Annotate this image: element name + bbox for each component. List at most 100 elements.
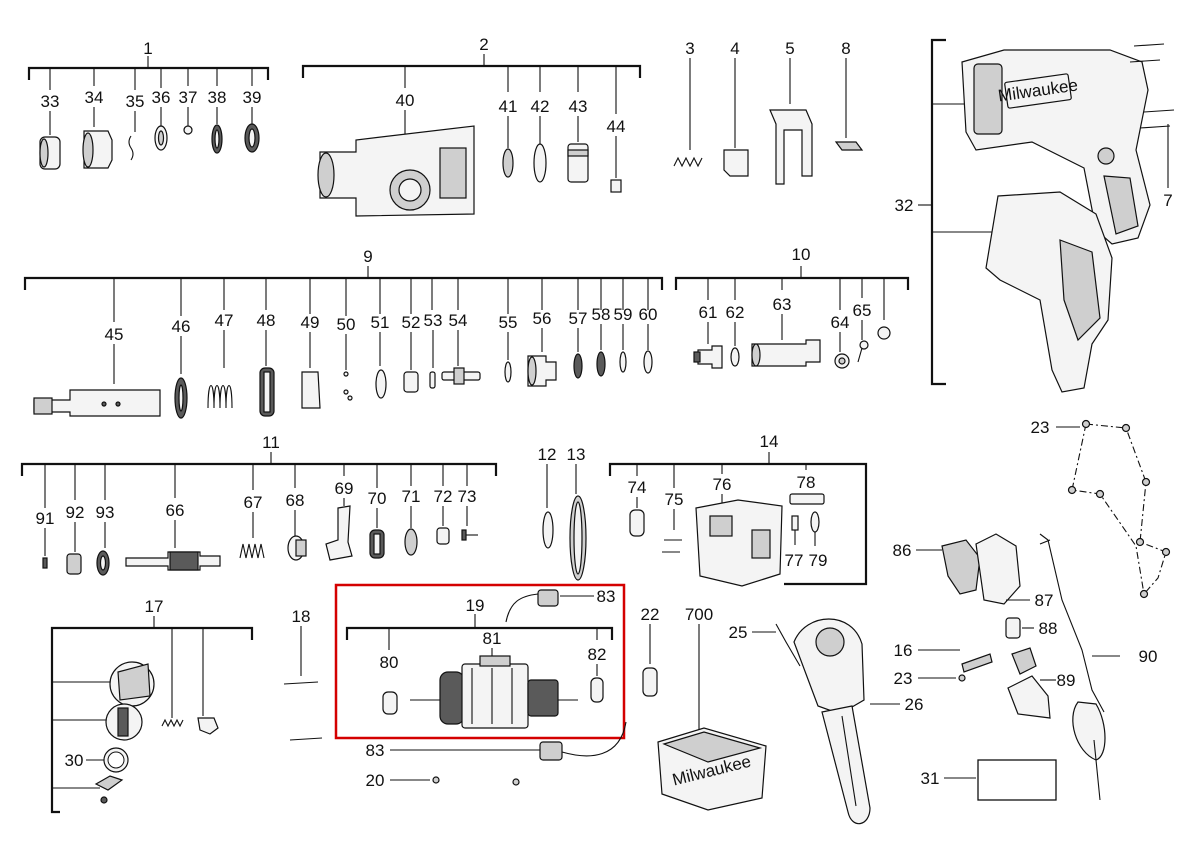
part-93[interactable]: 93 — [96, 503, 115, 576]
part-36[interactable]: 36 — [152, 88, 171, 151]
part-81[interactable]: 81 — [410, 629, 578, 729]
part-87[interactable]: 87 — [1006, 591, 1053, 610]
part-o-ring-10[interactable] — [877, 326, 891, 340]
part-71[interactable]: 71 — [402, 487, 421, 556]
part-700[interactable]: 700 Milwaukee — [657, 605, 767, 811]
part-12[interactable]: 12 — [538, 445, 557, 549]
housing-lower[interactable] — [985, 191, 1113, 393]
part-16[interactable]: 16 — [894, 641, 993, 673]
group-2: 2 40 41 42 43 44 — [301, 35, 642, 217]
part-13[interactable]: 13 — [567, 445, 587, 581]
part-80[interactable]: 80 — [380, 653, 399, 715]
part-23-cable-assembly[interactable]: 23 — [1031, 418, 1171, 599]
part-54[interactable]: 54 — [441, 311, 481, 385]
part-51[interactable]: 51 — [371, 313, 390, 399]
part-59[interactable]: 59 — [614, 305, 633, 373]
part-48-label: 48 — [257, 311, 276, 330]
part-73[interactable]: 73 — [458, 487, 478, 541]
part-76[interactable]: 76 — [695, 475, 783, 587]
part-5[interactable]: 5 — [769, 39, 813, 185]
part-38[interactable]: 38 — [208, 88, 227, 154]
part-70[interactable]: 70 — [368, 489, 387, 559]
part-56[interactable]: 56 — [527, 309, 557, 387]
part-83-bottom-label: 83 — [366, 741, 385, 760]
part-33[interactable]: 33 — [39, 92, 61, 170]
selector-lever[interactable] — [94, 775, 124, 804]
part-50[interactable]: 50 — [337, 315, 356, 401]
part-68[interactable]: 68 — [286, 491, 307, 561]
part-89[interactable]: 89 — [1007, 647, 1075, 719]
selector-knob[interactable] — [109, 661, 155, 707]
part-22-label: 22 — [641, 605, 660, 624]
part-63[interactable]: 63 — [751, 295, 821, 367]
part-20[interactable]: 20 — [366, 771, 520, 790]
part-3[interactable]: 3 — [673, 39, 703, 168]
part-31[interactable]: 31 — [921, 759, 1057, 801]
group-1: 1 33 34 35 36 37 — [27, 39, 270, 170]
part-75[interactable]: 75 — [662, 490, 683, 553]
part-22[interactable]: 22 — [641, 605, 660, 697]
selector-button[interactable] — [197, 717, 219, 735]
part-40[interactable]: 40 — [317, 91, 475, 217]
part-65[interactable]: 65 — [853, 301, 872, 363]
part-23-screw[interactable]: 23 — [894, 669, 966, 688]
part-31-label: 31 — [921, 769, 940, 788]
part-34-label: 34 — [85, 88, 104, 107]
cable-nodes — [1067, 419, 1171, 599]
part-35[interactable]: 35 — [126, 92, 145, 161]
part-74-label: 74 — [628, 478, 647, 497]
part-67[interactable]: 67 — [239, 493, 265, 559]
part-88[interactable]: 88 — [1005, 617, 1057, 639]
part-8[interactable]: 8 — [834, 39, 864, 151]
housing-upper[interactable]: Milwaukee — [961, 49, 1151, 245]
part-37[interactable]: 37 — [179, 88, 198, 135]
part-86[interactable]: 86 — [893, 533, 1021, 605]
part-77[interactable]: 77 — [785, 515, 804, 570]
part-79[interactable]: 79 — [809, 511, 828, 570]
selector-spring[interactable] — [161, 718, 184, 728]
part-43[interactable]: 43 — [567, 97, 589, 183]
part-45[interactable]: 45 — [33, 325, 161, 417]
part-61[interactable]: 61 — [693, 303, 723, 369]
part-41[interactable]: 41 — [499, 97, 518, 178]
part-7[interactable]: 7 — [1129, 43, 1175, 210]
part-91[interactable]: 91 — [36, 509, 55, 569]
part-3-label: 3 — [685, 39, 694, 58]
part-42[interactable]: 42 — [531, 97, 550, 183]
selector-plate[interactable] — [105, 703, 143, 741]
part-64[interactable]: 64 — [831, 313, 850, 369]
part-69[interactable]: 69 — [325, 479, 353, 561]
part-60[interactable]: 60 — [639, 305, 658, 374]
part-82[interactable]: 82 — [588, 645, 607, 703]
part-57[interactable]: 57 — [569, 309, 588, 379]
part-26[interactable]: 26 — [793, 618, 923, 825]
part-92[interactable]: 92 — [66, 503, 85, 575]
part-34[interactable]: 34 — [82, 88, 113, 169]
part-53[interactable]: 53 — [424, 311, 443, 389]
part-4[interactable]: 4 — [723, 39, 749, 177]
part-72[interactable]: 72 — [434, 487, 453, 545]
part-18[interactable]: 18 — [283, 607, 323, 741]
part-66[interactable]: 66 — [125, 501, 221, 571]
part-30[interactable]: 30 — [65, 747, 129, 773]
part-47[interactable]: 47 — [207, 311, 233, 409]
part-44[interactable]: 44 — [607, 117, 626, 193]
part-52[interactable]: 52 — [402, 313, 421, 393]
part-25[interactable]: 25 — [729, 623, 801, 667]
part-62[interactable]: 62 — [726, 303, 745, 367]
part-83-top[interactable]: 83 — [505, 587, 615, 623]
part-93-label: 93 — [96, 503, 115, 522]
part-74[interactable]: 74 — [628, 478, 647, 537]
part-39[interactable]: 39 — [243, 88, 262, 153]
group-label-14: 14 — [760, 432, 779, 451]
part-58[interactable]: 58 — [592, 305, 611, 377]
part-83-bottom[interactable]: 83 — [366, 721, 627, 761]
part-90[interactable]: 90 — [1039, 533, 1157, 801]
part-46[interactable]: 46 — [172, 317, 191, 419]
group-label-9: 9 — [363, 247, 372, 266]
group-label-19: 19 — [466, 596, 485, 615]
part-49[interactable]: 49 — [301, 313, 321, 409]
part-48[interactable]: 48 — [257, 311, 276, 417]
part-78[interactable]: 78 — [789, 473, 825, 505]
part-55[interactable]: 55 — [499, 313, 518, 383]
